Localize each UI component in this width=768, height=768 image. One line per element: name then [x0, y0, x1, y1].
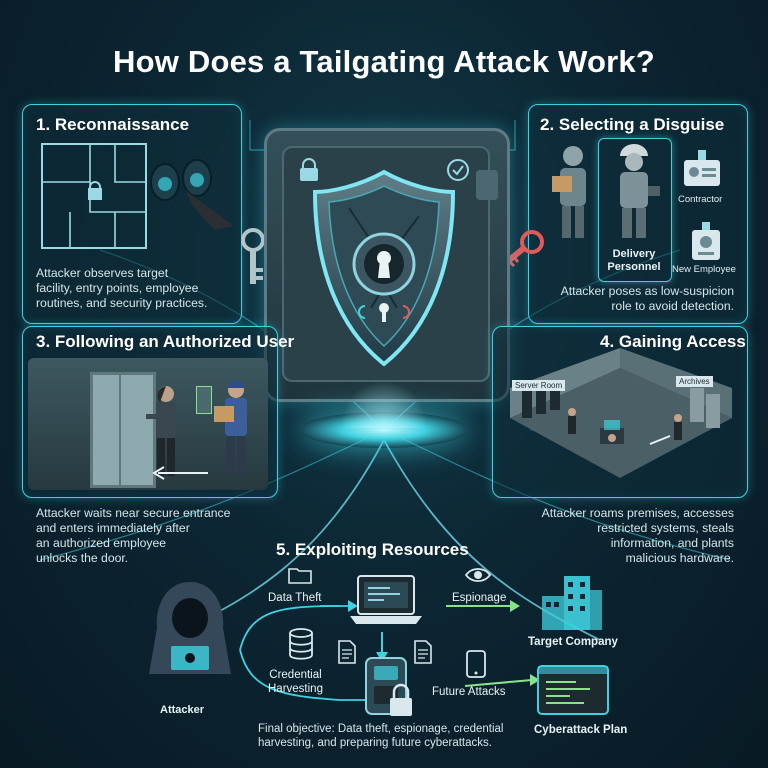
door-divider	[119, 372, 121, 488]
delivery-personnel-label: Delivery Personnel	[607, 248, 661, 273]
check-shield-icon	[447, 159, 469, 181]
step-2-title: 2. Selecting a Disguise	[540, 115, 725, 134]
badge-reader	[196, 386, 212, 414]
glow-beam	[340, 380, 428, 428]
delivery-person-icon	[552, 146, 586, 238]
contractor-label: Contractor	[678, 194, 723, 205]
floor-plan-icon	[41, 143, 147, 249]
data-theft-label: Data Theft	[268, 592, 322, 604]
step-5-title: 5. Exploiting Resources	[276, 540, 469, 559]
credential-harvesting-label: Credential Harvesting	[268, 669, 323, 695]
step-3-description: Attacker waits near secure entrance and …	[36, 506, 231, 565]
key-icon-left	[241, 228, 265, 284]
final-objective-text: Final objective: Data theft, espionage, …	[258, 723, 504, 749]
step-2-description: Attacker poses as low-suspicion role to …	[560, 284, 734, 313]
padlock-icon	[300, 158, 318, 181]
terminal-icon	[537, 665, 609, 715]
contractor-badge-icon	[684, 150, 720, 186]
laptop-icon	[350, 575, 422, 624]
attacker-label: Attacker	[160, 704, 205, 716]
building-icon	[542, 576, 602, 630]
espionage-label: Espionage	[452, 592, 507, 604]
step-4-description: Attacker roams premises, accesses restri…	[541, 506, 734, 565]
document-icon-1	[338, 640, 356, 664]
worker-icon	[620, 144, 660, 238]
new-employee-label: New Employee	[672, 264, 736, 275]
attacker-figure	[214, 381, 247, 476]
cyberattack-plan-label: Cyberattack Plan	[534, 724, 628, 736]
arrow-left-icon	[152, 466, 208, 480]
folder-icon	[288, 568, 312, 584]
tablet-icon	[466, 650, 486, 678]
binoculars-icon	[150, 159, 233, 230]
shield-icon	[312, 169, 456, 367]
vault-hinge	[476, 170, 498, 200]
page-title: How Does a Tailgating Attack Work?	[113, 44, 655, 79]
archives-label: Archives	[676, 376, 713, 387]
elevator-door	[90, 372, 156, 488]
database-icon	[289, 628, 313, 660]
attacker-hooded-icon	[149, 582, 231, 674]
step-4-title: 4. Gaining Access	[600, 332, 746, 351]
employee-figure	[146, 386, 176, 476]
step-1-title: 1. Reconnaissance	[36, 115, 190, 134]
eye-icon	[464, 568, 492, 582]
document-icon-2	[414, 640, 432, 664]
card-reader-lock-icon	[365, 657, 412, 716]
future-attacks-label: Future Attacks	[432, 686, 506, 698]
employee-badge-icon	[692, 222, 720, 260]
server-room-label: Server Room	[512, 380, 566, 391]
step-1-description: Attacker observes target facility, entry…	[36, 266, 208, 310]
delivery-personnel-card	[598, 138, 672, 282]
step-3-title: 3. Following an Authorized User	[36, 332, 295, 351]
target-company-label: Target Company	[528, 636, 618, 648]
